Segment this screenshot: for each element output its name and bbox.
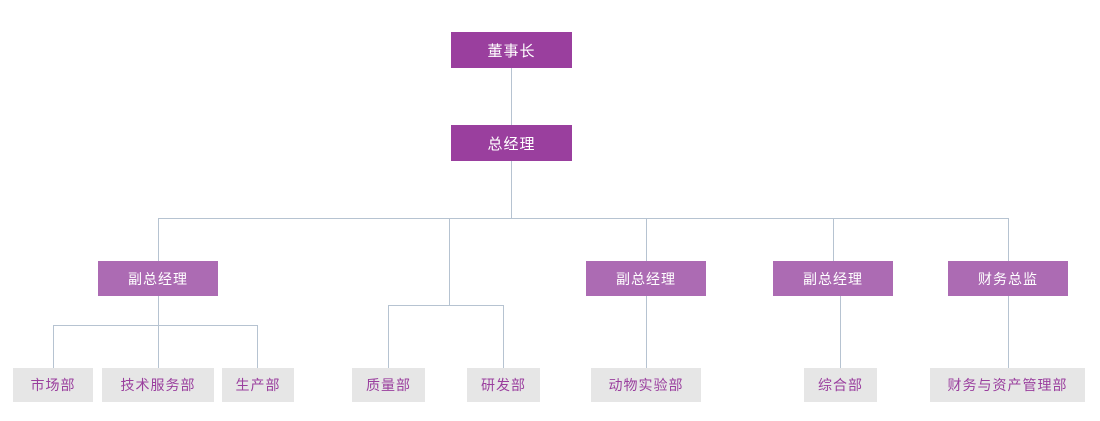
node-production-dept[interactable]: 生产部 [222,368,294,402]
connector-bus-to-deputy-gm-1 [158,218,159,261]
connector-bus-to-deputy-gm-2 [646,218,647,261]
connector-bus-to-deputy-gm-3 [833,218,834,261]
node-general-affairs-dept-label: 综合部 [818,377,863,393]
node-deputy-gm-2[interactable]: 副总经理 [586,261,706,296]
node-quality-dept[interactable]: 质量部 [352,368,425,402]
connector-bus-to-rd-dept [503,305,504,368]
node-chairman-label: 董事长 [487,42,536,60]
node-deputy-gm-3[interactable]: 副总经理 [773,261,893,296]
node-deputy-gm-3-label: 副总经理 [803,270,863,287]
node-rd-dept[interactable]: 研发部 [467,368,540,402]
node-deputy-gm-1[interactable]: 副总经理 [98,261,218,296]
connector-bus-to-tech-service-dept [158,325,159,368]
node-finance-director[interactable]: 财务总监 [948,261,1068,296]
node-finance-director-label: 财务总监 [978,270,1038,287]
connector-chairman-to-gm [511,68,512,125]
connector-bus-to-production-dept [257,325,258,368]
node-deputy-gm-1-label: 副总经理 [128,270,188,287]
node-general-manager[interactable]: 总经理 [451,125,572,161]
node-deputy-gm-2-label: 副总经理 [616,270,676,287]
connector-bus-to-quality-dept [388,305,389,368]
node-quality-dept-label: 质量部 [366,377,411,393]
node-tech-service-dept-label: 技术服务部 [120,377,196,393]
connector-deputy-gm-2-to-animal-lab-dept [646,296,647,368]
connector-quality-rd-bus [388,305,503,306]
node-production-dept-label: 生产部 [235,377,281,393]
connector-main-bus [158,218,1009,219]
connector-finance-director-to-finance-asset-dept [1008,296,1009,368]
node-tech-service-dept[interactable]: 技术服务部 [102,368,214,402]
node-finance-asset-dept-label: 财务与资产管理部 [947,377,1068,393]
node-marketing-dept[interactable]: 市场部 [13,368,93,402]
node-animal-lab-dept-label: 动物实验部 [608,377,684,393]
connector-deputy-gm-1-stem [158,296,159,325]
node-general-manager-label: 总经理 [487,135,536,153]
node-chairman[interactable]: 董事长 [451,32,572,68]
node-finance-asset-dept[interactable]: 财务与资产管理部 [930,368,1085,402]
connector-bus-to-marketing-dept [53,325,54,368]
node-animal-lab-dept[interactable]: 动物实验部 [591,368,701,402]
connector-deputy-gm-1-bus [53,325,258,326]
connector-bus-to-quality-rd-group [449,218,450,305]
connector-bus-to-finance-director [1008,218,1009,261]
node-general-affairs-dept[interactable]: 综合部 [804,368,877,402]
connector-deputy-gm-3-to-general-affairs-dept [840,296,841,368]
connector-gm-stem [511,161,512,218]
node-marketing-dept-label: 市场部 [30,377,76,393]
node-rd-dept-label: 研发部 [481,377,526,393]
